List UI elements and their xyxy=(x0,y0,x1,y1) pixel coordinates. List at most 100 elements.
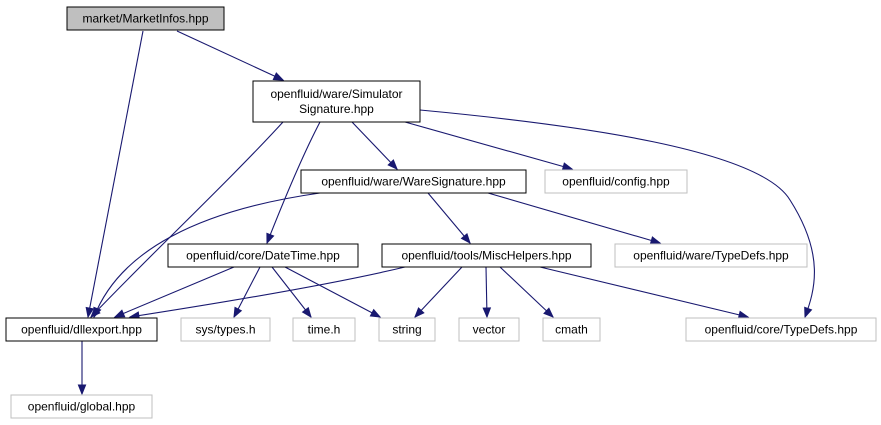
arrowhead-icon xyxy=(93,306,102,319)
arrowhead-icon xyxy=(649,236,662,245)
edge-datetime-to-systypes xyxy=(233,266,261,319)
arrowhead-icon xyxy=(77,384,87,396)
node-label: openfluid/ware/WareSignature.hpp xyxy=(321,175,506,189)
node-box xyxy=(292,317,356,342)
node-config: openfluid/config.hpp xyxy=(544,169,688,194)
node-label: openfluid/ware/Simulator xyxy=(270,87,402,101)
node-box xyxy=(252,80,421,123)
node-dllexport[interactable]: openfluid/dllexport.hpp xyxy=(5,317,158,342)
edge-waresig-to-misc xyxy=(427,192,471,245)
node-label: cmath xyxy=(555,323,588,337)
arrowhead-icon xyxy=(482,307,492,319)
edge-line xyxy=(404,121,573,170)
node-label: openfluid/dllexport.hpp xyxy=(21,323,142,337)
edge-market-to-simsig xyxy=(176,30,285,81)
edge-simsig-to-config xyxy=(404,121,574,171)
edge-line xyxy=(284,266,381,318)
node-box xyxy=(378,317,436,342)
edge-datetime-to-string xyxy=(284,266,382,318)
arrowhead-icon xyxy=(113,309,126,318)
node-box xyxy=(10,394,153,419)
node-box xyxy=(180,317,271,342)
arrowhead-icon xyxy=(233,306,243,319)
node-waresig[interactable]: openfluid/ware/WareSignature.hpp xyxy=(300,169,527,194)
edge-datetime-to-dllexport xyxy=(113,266,235,318)
edge-market-to-dllexport xyxy=(85,30,144,319)
node-string: string xyxy=(378,317,436,342)
node-timeh: time.h xyxy=(292,317,356,342)
edges-layer xyxy=(77,30,815,396)
node-label: sys/types.h xyxy=(195,323,255,337)
node-box xyxy=(300,169,527,194)
arrowhead-icon xyxy=(460,232,471,245)
node-label: openfluid/core/TypeDefs.hpp xyxy=(705,323,858,337)
edge-line xyxy=(487,192,661,244)
arrowhead-icon xyxy=(804,306,813,319)
edge-line xyxy=(414,266,463,318)
node-box xyxy=(614,243,808,268)
node-cmath: cmath xyxy=(542,317,601,342)
node-label: vector xyxy=(473,323,506,337)
node-box xyxy=(685,317,877,342)
node-label: openfluid/core/DateTime.hpp xyxy=(186,249,340,263)
arrowhead-icon xyxy=(561,162,574,171)
arrowhead-icon xyxy=(387,159,398,170)
edge-line xyxy=(129,266,406,318)
node-label: openfluid/global.hpp xyxy=(28,400,136,414)
edge-dllexport-to-global xyxy=(77,341,87,396)
arrowhead-icon xyxy=(301,306,312,319)
node-systypes: sys/types.h xyxy=(180,317,271,342)
edge-line xyxy=(114,266,235,318)
edge-misc-to-vector xyxy=(482,266,492,319)
node-misc[interactable]: openfluid/tools/MiscHelpers.hpp xyxy=(381,243,592,268)
node-label: Signature.hpp xyxy=(299,102,374,116)
node-box xyxy=(167,243,359,268)
node-label: openfluid/config.hpp xyxy=(562,175,670,189)
arrowhead-icon xyxy=(85,306,95,319)
node-box xyxy=(542,317,601,342)
node-box xyxy=(5,317,158,342)
arrowhead-icon xyxy=(414,307,425,318)
node-datetime[interactable]: openfluid/core/DateTime.hpp xyxy=(167,243,359,268)
node-vector: vector xyxy=(458,317,520,342)
node-coretypedefs: openfluid/core/TypeDefs.hpp xyxy=(685,317,877,342)
node-waretypedefs: openfluid/ware/TypeDefs.hpp xyxy=(614,243,808,268)
edge-waresig-to-dllexport xyxy=(93,192,321,319)
edge-line xyxy=(93,192,321,318)
edge-line xyxy=(351,121,398,170)
edge-datetime-to-timeh xyxy=(271,266,312,319)
edge-misc-to-string xyxy=(414,266,463,318)
edge-misc-to-coretypedefs xyxy=(539,266,750,320)
edge-line xyxy=(90,121,284,318)
node-label: string xyxy=(392,323,421,337)
node-box xyxy=(66,6,225,31)
node-label: openfluid/ware/TypeDefs.hpp xyxy=(633,249,789,263)
edge-line xyxy=(499,266,554,318)
arrowhead-icon xyxy=(543,307,554,318)
node-box xyxy=(544,169,688,194)
arrowhead-icon xyxy=(272,72,285,81)
node-box xyxy=(381,243,592,268)
edge-waresig-to-waretypedefs xyxy=(487,192,662,245)
edge-line xyxy=(427,192,471,244)
node-market[interactable]: market/MarketInfos.hpp xyxy=(66,6,225,31)
edge-simsig-to-datetime xyxy=(266,121,321,245)
edge-simsig-to-waresig xyxy=(351,121,398,170)
node-label: market/MarketInfos.hpp xyxy=(82,12,208,26)
edge-line xyxy=(176,30,284,81)
edge-line xyxy=(419,109,815,318)
node-box xyxy=(458,317,520,342)
node-label: time.h xyxy=(308,323,341,337)
node-global: openfluid/global.hpp xyxy=(10,394,153,419)
nodes-layer: market/MarketInfos.hpp openfluid/ware/Sim… xyxy=(5,6,877,419)
edge-line xyxy=(266,121,321,244)
node-label: openfluid/tools/MiscHelpers.hpp xyxy=(401,249,571,263)
edge-misc-to-cmath xyxy=(499,266,554,318)
arrowhead-icon xyxy=(369,308,382,318)
edge-line xyxy=(87,30,144,318)
edge-line xyxy=(539,266,749,318)
arrowhead-icon xyxy=(266,232,275,245)
edge-simsig-to-coretypedefs xyxy=(419,109,815,319)
